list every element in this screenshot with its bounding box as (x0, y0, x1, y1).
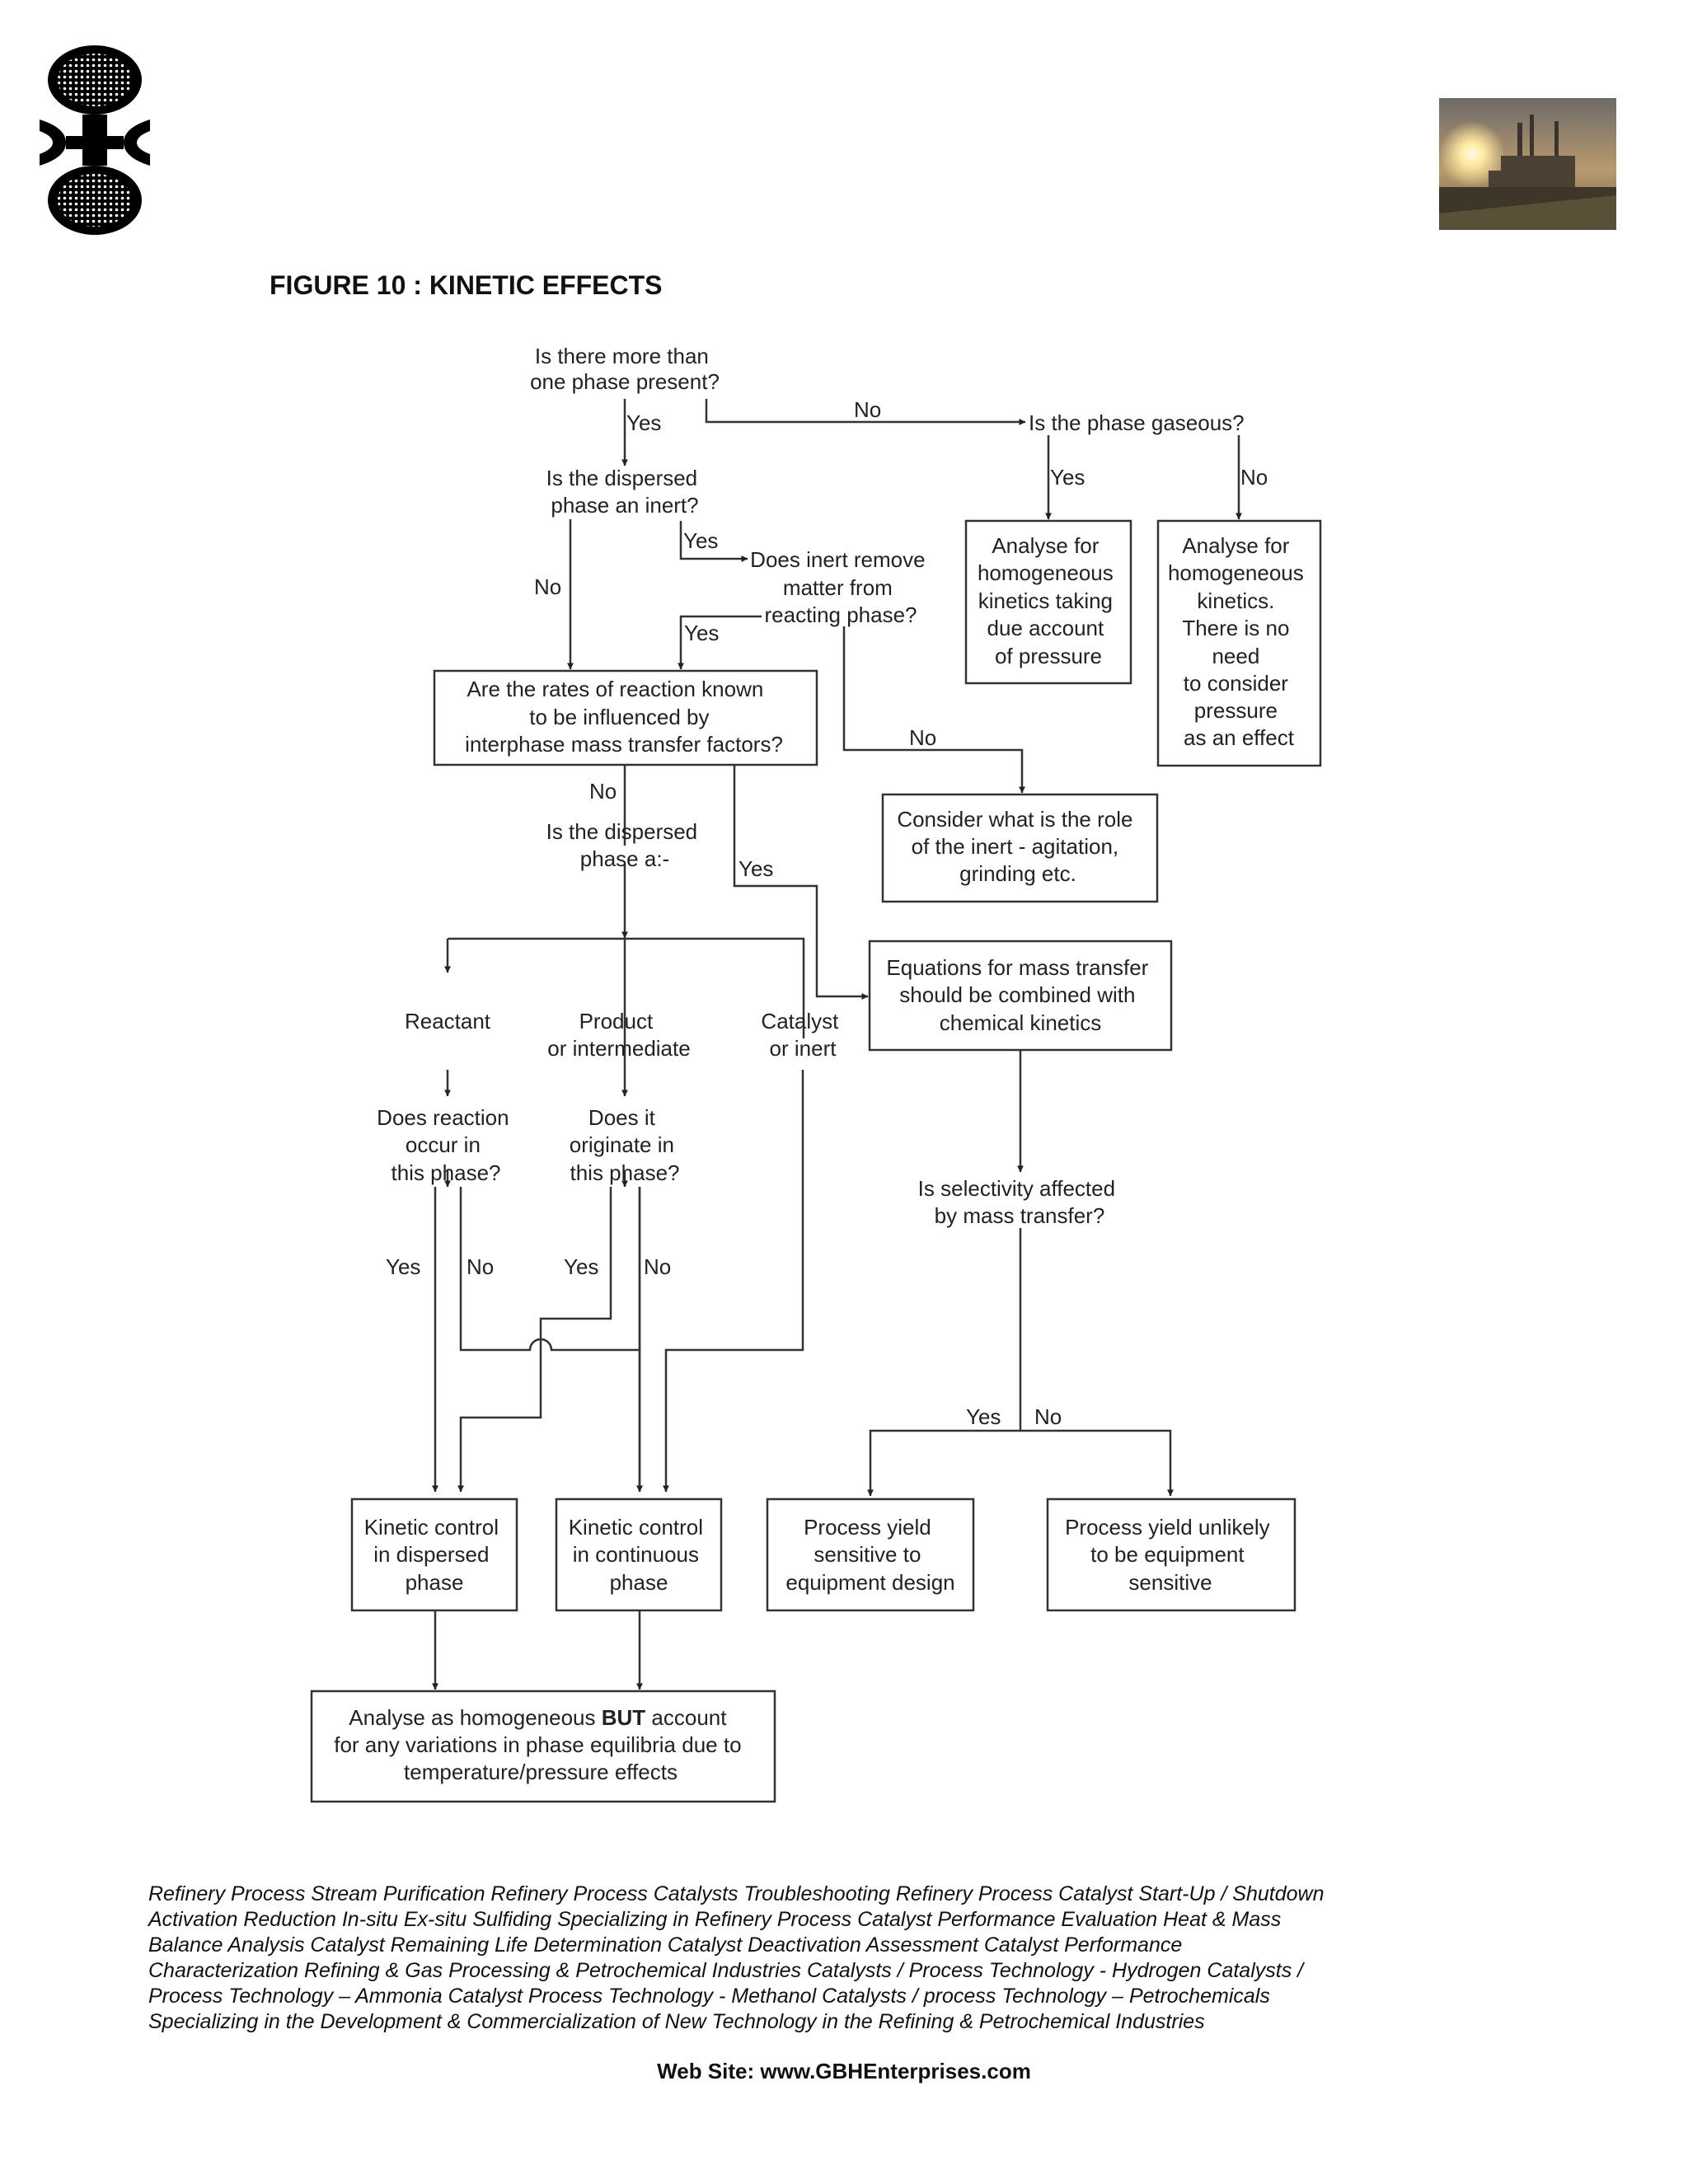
box-kinetic-dispersed-text: Kinetic control in dispersed phase (364, 1515, 505, 1595)
website-link[interactable]: Web Site: www.GBHEnterprises.com (657, 2059, 1031, 2083)
option-product: Product or intermediate (547, 1009, 690, 1061)
q-originate: Does it originate in this phase? (570, 1105, 680, 1185)
label-yes: Yes (683, 528, 718, 553)
connectors (432, 399, 1242, 1690)
box-homog-pressure-text: Analyse for homogeneous kinetics taking … (978, 533, 1119, 668)
box-rates-text: Are the rates of reaction known to be in… (465, 677, 783, 757)
label-no: No (1034, 1404, 1062, 1429)
box-kinetic-dispersed (350, 1497, 518, 1612)
company-logo (40, 45, 150, 235)
box-yield-unlikely (1046, 1497, 1296, 1612)
footer-line: Balance Analysis Catalyst Remaining Life… (148, 1933, 1183, 1957)
box-yield-sensitive-text: Process yield sensitive to equipment des… (785, 1515, 954, 1595)
footer-line: Characterization Refining & Gas Processi… (148, 1959, 1304, 1982)
branch-labels: Yes No Yes No Yes No Yes No No Yes Yes N… (386, 397, 1268, 1429)
box-homog-pressure (964, 519, 1132, 685)
box-homog-no-pressure-text: Analyse for homogeneous kinetics. There … (1168, 533, 1310, 750)
box-yield-sensitive (766, 1497, 975, 1612)
q-more-phases: Is there more than one phase present? (530, 344, 720, 394)
boxes (310, 519, 1322, 1803)
label-no: No (589, 779, 617, 804)
footer-line: Process Technology – Ammonia Catalyst Pr… (148, 1985, 1270, 2008)
footer-text: Refinery Process Stream Purification Ref… (148, 1882, 1451, 2035)
box-equations (868, 940, 1173, 1052)
q-reaction-occur: Does reaction occur in this phase? (377, 1105, 515, 1185)
box-yield-unlikely-text: Process yield unlikely to be equipment s… (1065, 1515, 1276, 1595)
option-catalyst: Catalyst or inert (761, 1009, 844, 1061)
label-no: No (854, 397, 881, 422)
label-no: No (534, 574, 561, 599)
q-gaseous: Is the phase gaseous? (1029, 410, 1245, 435)
label-yes: Yes (1050, 465, 1085, 490)
box-role-inert-text: Consider what is the role of the inert -… (897, 807, 1138, 886)
footer-line: Activation Reduction In-situ Ex-situ Sul… (148, 1908, 1282, 1931)
label-yes: Yes (626, 410, 661, 435)
figure-title: FIGURE 10 : KINETIC EFFECTS (270, 270, 663, 300)
label-no: No (909, 725, 936, 750)
box-equations-text: Equations for mass transfer should be co… (886, 955, 1154, 1035)
label-yes: Yes (966, 1404, 1001, 1429)
q-inert: Is the dispersed phase an inert? (546, 466, 704, 518)
label-yes: Yes (386, 1254, 420, 1279)
q-selectivity: Is selectivity affected by mass transfer… (918, 1176, 1122, 1228)
box-kinetic-continuous-text: Kinetic control in continuous phase (569, 1515, 710, 1595)
footer-line: Specializing in the Development & Commer… (148, 2010, 1205, 2033)
box-kinetic-continuous (555, 1497, 723, 1612)
label-yes: Yes (684, 621, 719, 645)
label-no: No (1240, 465, 1268, 490)
q-dispersed-a: Is the dispersed phase a:- (546, 819, 704, 871)
refinery-photo (1439, 98, 1616, 230)
q-inert-remove: Does inert remove matter from reacting p… (750, 547, 931, 627)
label-yes: Yes (564, 1254, 598, 1279)
label-no: No (467, 1254, 494, 1279)
box-role-inert (881, 793, 1159, 903)
box-rates (433, 669, 818, 766)
label-no: No (644, 1254, 671, 1279)
box-homog-no-pressure (1156, 519, 1322, 767)
footer-line: Refinery Process Stream Purification Ref… (148, 1882, 1325, 1905)
option-reactant: Reactant (405, 1009, 491, 1033)
box-final (310, 1690, 776, 1803)
label-yes: Yes (738, 856, 773, 881)
box-final-text: Analyse as homogeneous BUT account for a… (334, 1705, 748, 1784)
